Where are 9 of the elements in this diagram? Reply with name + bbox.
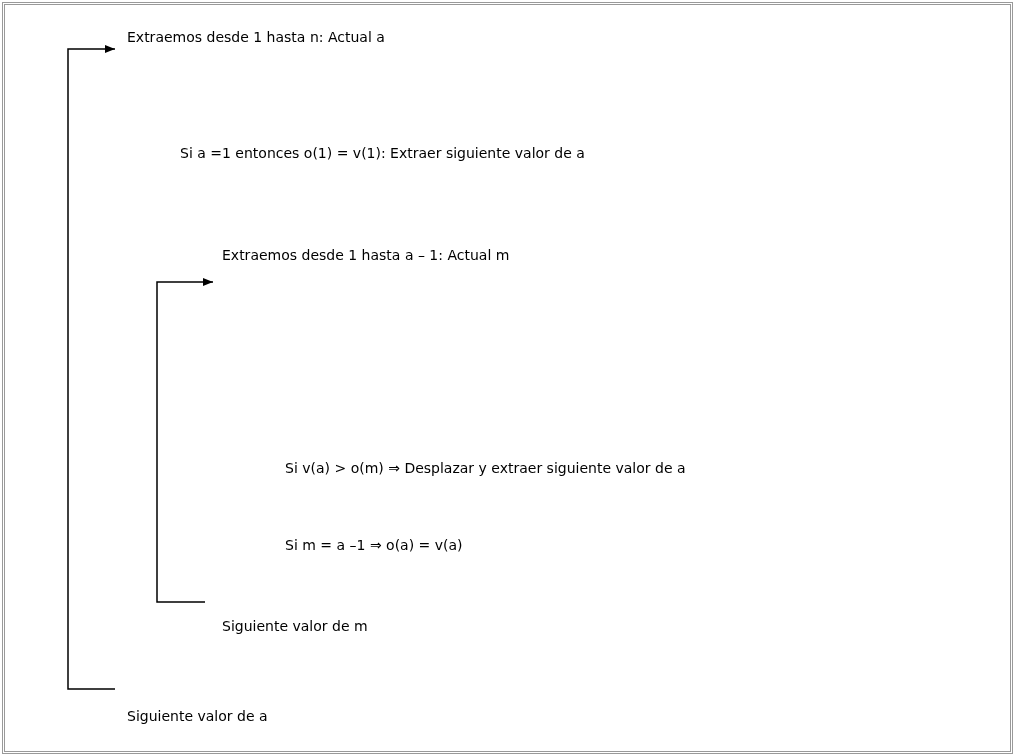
- condition-text: Si m = a –1 ⇒ o(a) = v(a): [285, 536, 463, 555]
- condition-text: Si a =1 entonces o(1) = v(1): Extraer siguiente valor de a: [180, 144, 585, 163]
- loop-arrow: [67, 45, 116, 690]
- loop-arrow: [156, 278, 214, 603]
- loop-end-text: Siguiente valor de m: [205, 602, 368, 636]
- loop-start-text: Extraemos desde 1 hasta a – 1: Actual m: [213, 245, 510, 282]
- loop-end-text: Siguiente valor de a: [115, 689, 268, 726]
- condition-text: Si v(a) > o(m) ⇒ Desplazar y extraer siguiente valor de a: [285, 459, 686, 478]
- loop-start-text: Extraemos desde 1 hasta n: Actual a: [115, 27, 385, 49]
